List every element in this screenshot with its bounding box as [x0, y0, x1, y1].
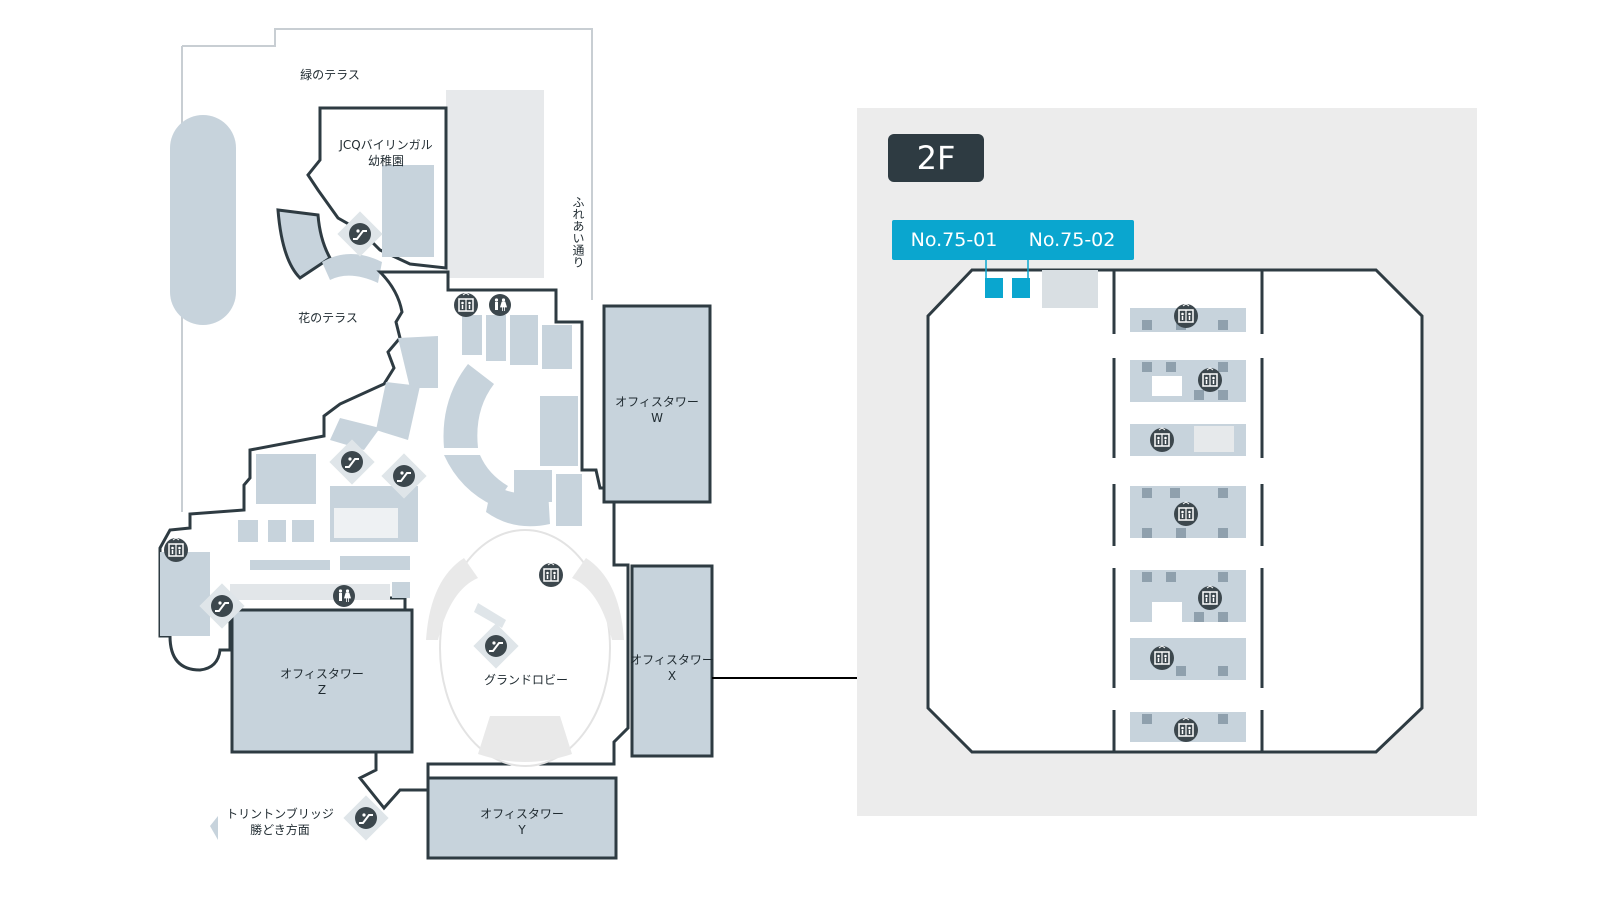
label-grand-lobby: グランドロビー — [484, 673, 568, 687]
core-walls — [1112, 270, 1264, 752]
label-fureai-dori: ふれあい通り — [571, 196, 585, 268]
label-flower-terrace: 花のテラス — [298, 310, 358, 325]
label-tower-x: オフィスタワー — [630, 653, 714, 667]
elevator-icon — [453, 292, 479, 318]
elevator-icon — [163, 537, 189, 563]
unit-tag-7501[interactable]: No.75-01 — [892, 220, 1016, 260]
unit-tag-7502[interactable]: No.75-02 — [1010, 220, 1134, 260]
restroom-icon — [332, 584, 356, 608]
elevator-icon — [1197, 367, 1223, 393]
office-tower-y — [426, 776, 618, 860]
label-kindergarten-1: JCQバイリンガル — [338, 138, 432, 152]
label-bridge-1: トリントンブリッジ — [226, 806, 334, 821]
label-tower-x-letter: X — [668, 669, 676, 683]
label-tower-y-letter: Y — [517, 823, 526, 837]
arrow-left-icon — [210, 816, 218, 840]
elevator-icon — [1149, 645, 1175, 671]
label-tower-w-letter: W — [651, 411, 663, 425]
label-tower-w: オフィスタワー — [615, 395, 699, 409]
label-green-terrace: 緑のテラス — [300, 67, 360, 82]
elevator-icon — [1173, 717, 1199, 743]
grand-lobby-oval — [439, 529, 611, 767]
label-kindergarten-2: 幼稚園 — [368, 154, 404, 168]
label-tower-y: オフィスタワー — [480, 807, 564, 821]
label-tower-z-letter: Z — [318, 683, 326, 697]
elevator-icon — [538, 562, 564, 588]
office-tower-z — [230, 608, 414, 754]
block-fureai — [446, 90, 544, 278]
elevator-icon — [1149, 427, 1175, 453]
restroom-icon — [488, 293, 512, 317]
floor-badge: 2F — [888, 134, 984, 182]
elevator-icon — [1197, 585, 1223, 611]
label-tower-z: オフィスタワー — [280, 667, 364, 681]
pond-shape — [170, 115, 236, 325]
elevator-icon — [1173, 501, 1199, 527]
unit-marker-7501 — [985, 278, 1003, 298]
office-tower-w — [602, 304, 712, 504]
label-bridge-2: 勝どき方面 — [250, 822, 310, 837]
elevator-cars — [1142, 320, 1228, 724]
elevator-icon — [1173, 303, 1199, 329]
unit-marker-7502 — [1012, 278, 1030, 298]
office-tower-x — [630, 564, 714, 758]
